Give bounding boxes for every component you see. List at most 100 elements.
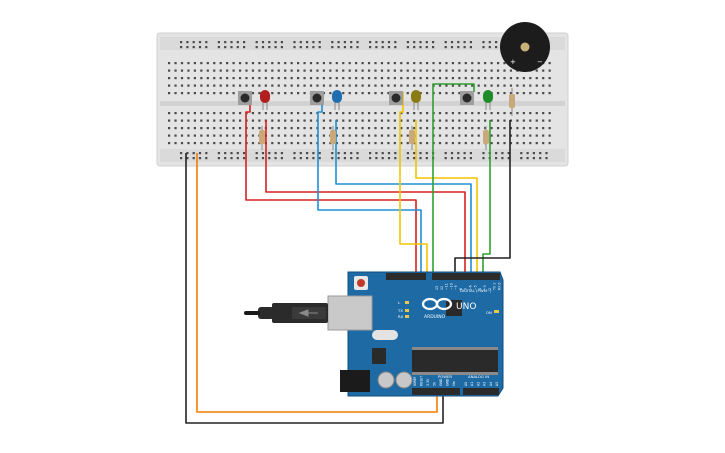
breadboard-hole <box>393 127 396 130</box>
breadboard-hole <box>251 142 255 145</box>
breadboard-hole <box>226 69 229 72</box>
breadboard-hole <box>290 142 293 145</box>
breadboard-hole <box>477 134 480 137</box>
yellow-wire-1[interactable] <box>399 92 428 277</box>
led-3[interactable] <box>411 90 421 110</box>
breadboard-hole <box>529 77 532 80</box>
breadboard-hole <box>200 84 203 87</box>
breadboard-hole <box>509 92 513 95</box>
breadboard-hole <box>367 92 371 95</box>
breadboard-hole <box>322 62 325 65</box>
rail-hole <box>463 46 466 49</box>
breadboard-hole <box>367 62 371 65</box>
rail-hole <box>192 157 195 160</box>
breadboard-hole <box>471 77 474 80</box>
breadboard-hole <box>387 62 390 65</box>
breadboard-hole <box>432 62 435 65</box>
yellow-wire-2[interactable] <box>415 120 478 277</box>
usb-cable[interactable] <box>244 303 328 323</box>
pushbutton-1[interactable] <box>238 91 252 105</box>
breadboard-hole <box>193 119 196 122</box>
rail-hole <box>432 46 435 49</box>
breadboard-hole <box>303 62 306 65</box>
rail-hole <box>312 46 315 49</box>
blue-wire-2[interactable] <box>335 120 472 277</box>
breadboard-hole <box>477 62 480 65</box>
breadboard-hole <box>342 77 345 80</box>
orange-wire-5v[interactable] <box>196 153 438 413</box>
breadboard-hole <box>471 119 474 122</box>
rail-hole <box>343 152 346 155</box>
resistor-4[interactable] <box>483 126 489 150</box>
breadboard-hole <box>496 134 500 137</box>
pushbutton-3[interactable] <box>389 91 403 105</box>
rail-hole <box>507 157 510 160</box>
breadboard-hole <box>187 69 190 72</box>
breadboard-hole <box>355 92 358 95</box>
rail-hole <box>463 152 466 155</box>
breadboard-hole <box>509 112 513 115</box>
led-4[interactable] <box>483 90 493 110</box>
breadboard-hole <box>374 112 377 115</box>
breadboard-hole <box>361 142 364 145</box>
led-2[interactable] <box>332 90 342 110</box>
breadboard-hole <box>277 127 280 130</box>
breadboard-hole <box>277 62 280 65</box>
breadboard-hole <box>535 127 538 130</box>
black-wire-rail[interactable] <box>185 153 444 424</box>
breadboard-hole <box>522 127 525 130</box>
breadboard-hole <box>451 142 454 145</box>
rail-hole <box>180 41 183 44</box>
breadboard-hole <box>419 77 422 80</box>
breadboard-hole <box>200 77 203 80</box>
breadboard-hole <box>245 69 248 72</box>
rail-hole <box>432 41 435 44</box>
rail-hole <box>280 152 283 155</box>
rail-hole <box>457 152 460 155</box>
led-1[interactable] <box>260 90 270 110</box>
black-wire-gnd[interactable] <box>454 120 511 277</box>
pushbutton-2[interactable] <box>310 91 324 105</box>
resistor-1[interactable] <box>259 126 265 150</box>
breadboard-hole <box>187 77 190 80</box>
rail-hole <box>268 46 271 49</box>
resistor-buzzer[interactable] <box>509 88 515 116</box>
breadboard-hole <box>290 127 293 130</box>
arduino-uno-board[interactable]: UNO ARDUINO DIGITAL (PWM~) POWER ANALOG … <box>327 271 504 397</box>
breadboard-hole <box>342 62 345 65</box>
pushbutton-4[interactable] <box>460 91 474 105</box>
rail-hole <box>217 41 220 44</box>
rail-hole <box>255 41 258 44</box>
breadboard-hole <box>238 142 242 145</box>
green-wire-1[interactable] <box>432 83 475 277</box>
breadboard-hole <box>426 77 429 80</box>
breadboard-hole <box>503 62 506 65</box>
breadboard-hole <box>400 127 403 130</box>
breadboard-hole <box>471 69 474 72</box>
breadboard-hole <box>174 134 177 137</box>
breadboard-hole <box>303 112 306 115</box>
breadboard-hole <box>329 92 332 95</box>
rail-hole <box>318 46 321 49</box>
breadboard-hole <box>258 69 261 72</box>
red-wire-2[interactable] <box>265 120 466 277</box>
breadboard-hole <box>168 119 171 122</box>
blue-wire-1[interactable] <box>317 92 422 277</box>
resistor-3[interactable] <box>409 126 415 150</box>
red-wire-1[interactable] <box>245 92 417 277</box>
breadboard-hole <box>342 84 345 87</box>
breadboard-hole <box>297 119 300 122</box>
breadboard-hole <box>251 62 255 65</box>
breadboard-hole <box>477 69 480 72</box>
green-wire-2[interactable] <box>482 120 491 277</box>
rail-hole <box>501 152 504 155</box>
breadboard-hole <box>335 69 338 72</box>
breadboard-hole <box>542 69 545 72</box>
analog-pin-label: A1 <box>470 382 474 386</box>
resistor-2[interactable] <box>330 126 336 150</box>
breadboard-hole <box>238 127 242 130</box>
breadboard-hole <box>361 127 364 130</box>
breadboard-hole <box>193 62 196 65</box>
piezo-buzzer[interactable]: + − <box>500 22 550 72</box>
rail-hole <box>419 152 422 155</box>
